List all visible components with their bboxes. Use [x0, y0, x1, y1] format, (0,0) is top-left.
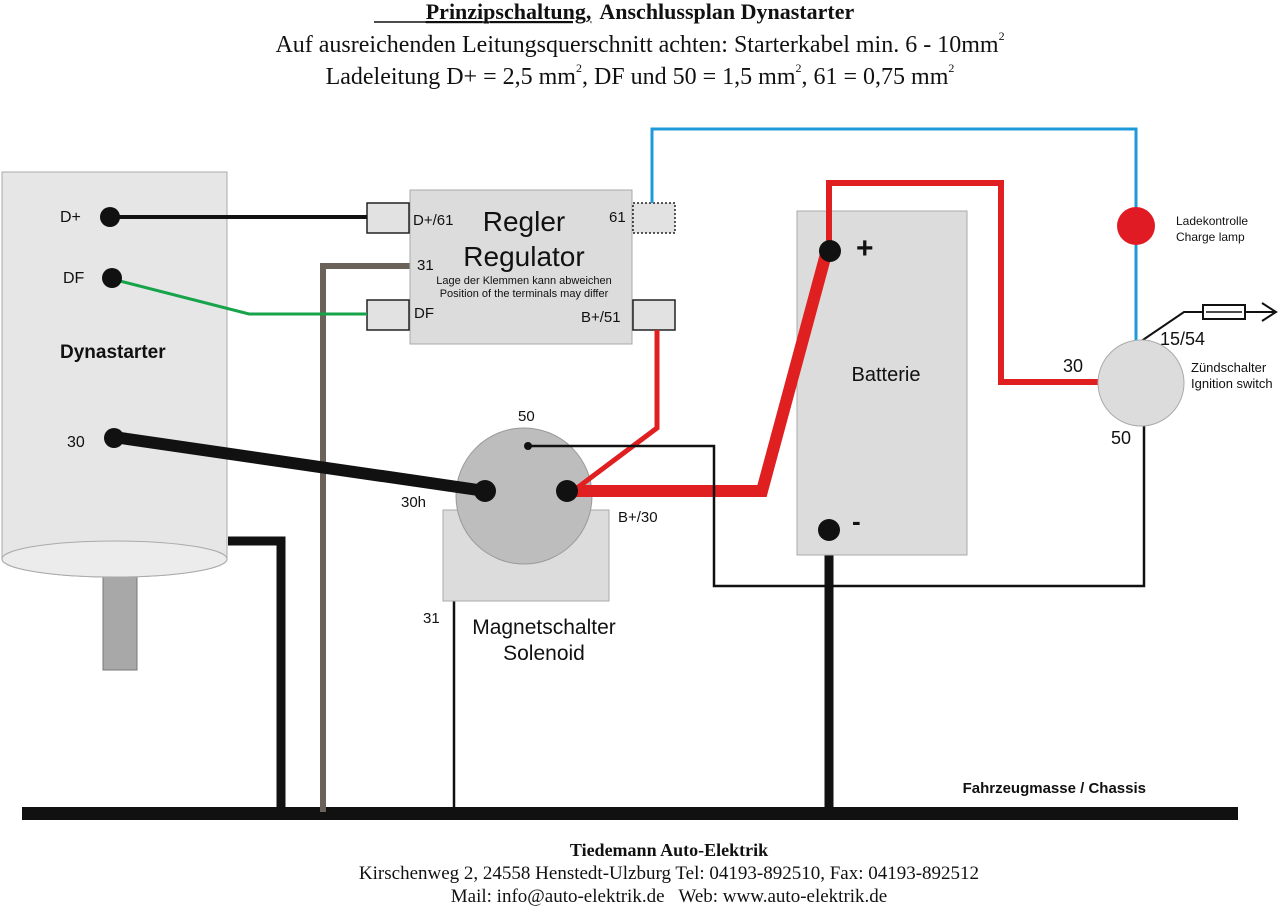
regulator-ground-wire — [320, 263, 415, 812]
dynastarter-ground-wire — [228, 536, 286, 810]
black-wire-starter-30 — [113, 431, 486, 497]
green-wire-df — [111, 277, 367, 316]
regulator-note-de: Lage der Klemmen kann abweichen — [436, 275, 612, 287]
ignition-switch: 15/54 30 50 Zündschalter Ignition switch — [1063, 302, 1278, 448]
red-wire-battery-ignition — [826, 180, 1098, 385]
regulator-title-de: Regler — [483, 206, 565, 237]
arrow-right-icon — [1261, 302, 1278, 322]
black-wire-terminal-50 — [528, 420, 1146, 588]
header-line3-sup-a: 2 — [576, 61, 582, 75]
regulator-terminal-dplus61 — [366, 202, 410, 234]
solenoid-label-50: 50 — [518, 408, 535, 425]
ignition-label-30: 30 — [1063, 356, 1083, 376]
dynastarter-terminal-dplus — [100, 207, 120, 227]
dynastarter-label: Dynastarter — [60, 342, 166, 363]
regulator-terminal-61 — [632, 202, 676, 234]
battery-minus-label: - — [852, 506, 861, 536]
dynastarter-shaft — [102, 561, 138, 671]
regulator-label-bplus51: B+/51 — [581, 309, 621, 326]
regulator-note-en: Position of the terminals may differ — [440, 288, 609, 300]
regulator-terminal-df — [366, 299, 410, 331]
dynastarter-label-df: DF — [63, 270, 85, 287]
chassis-label: Fahrzeugmasse / Chassis — [963, 780, 1146, 797]
regulator: Regler Regulator Lage der Klemmen kann a… — [366, 189, 676, 345]
footer-contact: Mail: info@auto-elektrik.de Web: www.aut… — [451, 886, 887, 907]
ignition-switch-label-de: Zündschalter — [1191, 360, 1267, 375]
charge-lamp — [1117, 207, 1155, 245]
regulator-box — [409, 189, 633, 345]
dynastarter-base — [1, 540, 228, 578]
header-line3-b: , DF und 50 = 1,5 mm — [582, 64, 796, 90]
regulator-title-en: Regulator — [463, 241, 584, 272]
charge-lamp-label-en: Charge lamp — [1176, 230, 1245, 244]
ignition-output-wire — [1133, 311, 1203, 347]
red-wire-bplus51 — [575, 330, 660, 490]
dynastarter — [1, 171, 228, 671]
regulator-label-dplus61: D+/61 — [413, 212, 453, 229]
solenoid-label-de: Magnetschalter — [472, 616, 616, 639]
solenoid-label-31: 31 — [423, 610, 440, 627]
red-wire-starter-cable — [566, 252, 832, 497]
header-line3-a: Ladeleitung D+ = 2,5 mm — [326, 64, 577, 90]
header-line3-sup-b: 2 — [796, 61, 802, 75]
dynastarter-label-30: 30 — [67, 434, 85, 451]
header-line2: Auf ausreichenden Leitungsquerschnitt ac… — [275, 29, 1004, 58]
dynastarter-terminal-df — [102, 268, 122, 288]
regulator-label-61: 61 — [609, 209, 626, 226]
regulator-terminal-bplus51 — [632, 299, 676, 331]
dynastarter-label-dplus: D+ — [60, 209, 81, 226]
solenoid-label-30h: 30h — [401, 494, 426, 511]
header-line3-sup-c: 2 — [948, 61, 954, 75]
regulator-label-df: DF — [414, 305, 434, 322]
title-rest: Anschlussplan Dynastarter — [599, 0, 854, 24]
header-line3-c: , 61 = 0,75 mm — [802, 64, 949, 90]
solenoid-label-bplus30: B+/30 — [618, 509, 658, 526]
solenoid: Magnetschalter Solenoid 50 30h B+/30 31 — [401, 408, 658, 665]
ignition-label-1554: 15/54 — [1160, 329, 1205, 349]
dynastarter-housing — [1, 171, 228, 578]
header-line3: Ladeleitung D+ = 2,5 mm2, DF und 50 = 1,… — [326, 61, 955, 90]
diagram-title: Prinzipschaltung, Anschlussplan Dynastart… — [426, 0, 855, 24]
regulator-label-31: 31 — [417, 257, 434, 274]
solenoid-terminal-30h — [474, 480, 496, 502]
battery-plus-label: + — [856, 232, 874, 265]
header-line2-sup: 2 — [999, 29, 1005, 43]
header-line2-text: Auf ausreichenden Leitungsquerschnitt ac… — [275, 32, 998, 58]
ignition-switch-body — [1097, 339, 1185, 427]
battery-label: Batterie — [852, 364, 921, 386]
solenoid-terminal-50 — [524, 442, 532, 450]
solenoid-terminal-bplus30 — [556, 480, 578, 502]
ignition-switch-label-en: Ignition switch — [1191, 376, 1273, 391]
title-underlined: Prinzipschaltung, — [426, 0, 592, 24]
footer-address: Kirschenweg 2, 24558 Henstedt-Ulzburg Te… — [359, 863, 979, 884]
chassis-bar — [22, 807, 1238, 820]
dynastarter-terminal-30 — [104, 428, 124, 448]
footer-company: Tiedemann Auto-Elektrik — [570, 840, 768, 860]
charge-lamp-label-de: Ladekontrolle — [1176, 214, 1248, 228]
solenoid-label-en: Solenoid — [503, 642, 585, 665]
battery-terminal-plus — [819, 240, 841, 262]
battery-terminal-minus — [818, 519, 840, 541]
ignition-label-50: 50 — [1111, 428, 1131, 448]
